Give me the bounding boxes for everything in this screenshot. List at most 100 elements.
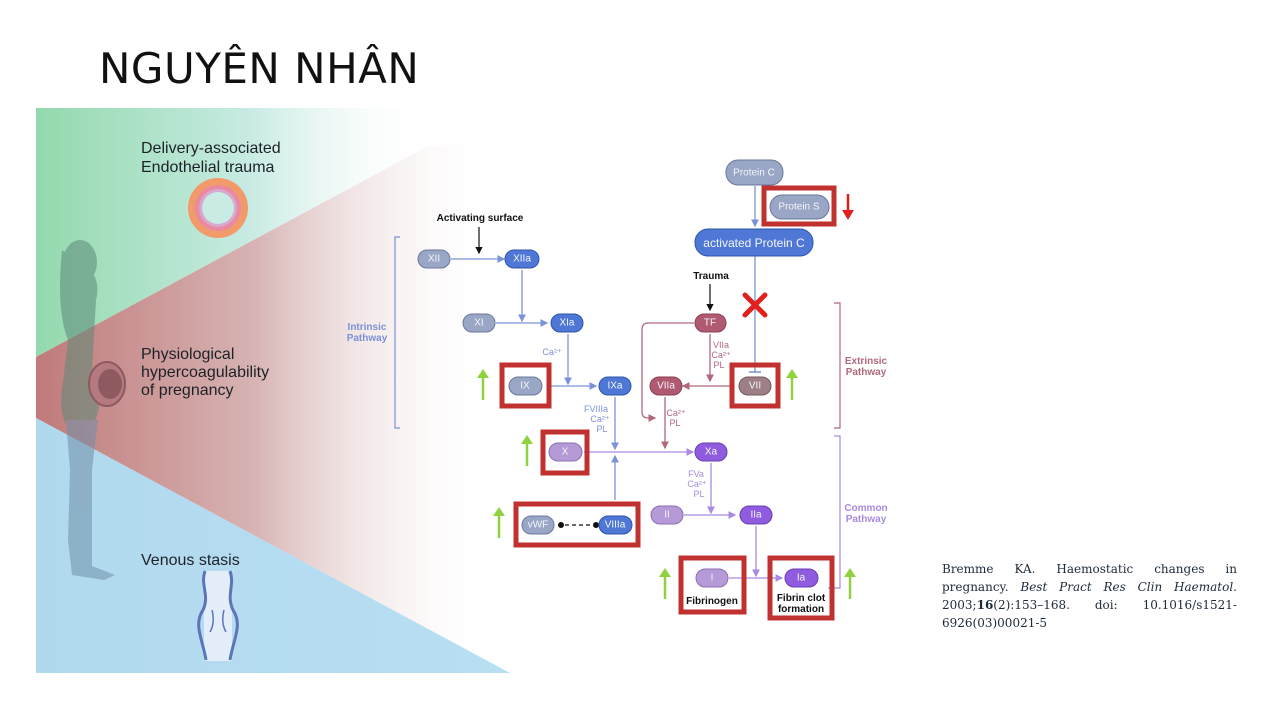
citation-year: 2003; — [942, 598, 977, 612]
fibrin-clot-label-1: Fibrin clot — [777, 593, 826, 604]
highlight-boxes — [499, 185, 837, 621]
cofactor-xa-pl: PL — [693, 489, 704, 499]
common-edges — [584, 448, 784, 582]
node-xa: Xa — [694, 442, 728, 462]
hypercoagulability-panel — [36, 145, 520, 673]
endothelial-trauma-label-1: Delivery-associated — [141, 140, 281, 157]
intrinsic-pathway-label-2: Pathway — [347, 333, 388, 344]
svg-text:II: II — [664, 510, 670, 521]
highlight-box-ix — [499, 362, 552, 409]
hypercoagulability-label-1: Physiological — [141, 346, 234, 363]
cofactor-ixa-ca: Ca²⁺ — [590, 414, 610, 424]
up-arrow-icon-fibrinogen — [659, 568, 671, 599]
fetus-icon — [88, 361, 126, 407]
svg-text:Xa: Xa — [705, 447, 718, 458]
svg-text:IXa: IXa — [607, 381, 622, 392]
cofactor-ixa-fviiia: FVIIIa — [584, 404, 608, 414]
citation-doi: doi: 10.1016/s1521-6926(03)00021-5 — [942, 598, 1237, 630]
up-arrow-icon-x — [521, 435, 533, 466]
highlight-box-fibrin-clot — [767, 555, 835, 621]
vwf-viiia-link — [558, 522, 599, 528]
citation: Bremme KA. Haemostatic changes in pregna… — [942, 560, 1237, 632]
node-ia: Ia — [784, 568, 819, 588]
node-ix: IX — [508, 376, 543, 396]
svg-text:vWF: vWF — [528, 520, 549, 531]
hypercoagulability-label-3: of pregnancy — [141, 382, 234, 399]
fibrinogen-label: Fibrinogen — [686, 596, 738, 607]
intrinsic-pathway-bracket — [394, 236, 400, 429]
node-ii: II — [650, 505, 684, 525]
svg-text:Protein C: Protein C — [733, 168, 775, 179]
blocked-x-icon — [742, 292, 768, 318]
svg-text:XIa: XIa — [559, 318, 574, 329]
varicose-vein-icon — [197, 570, 239, 661]
cofactor-xa-fva: FVa — [688, 469, 704, 479]
up-arrow-icon-vii — [786, 369, 798, 400]
cofactor-tf-viia: VIIa — [713, 340, 729, 350]
highlight-box-protein-s — [761, 185, 837, 227]
svg-text:VIIa: VIIa — [657, 381, 675, 392]
cofactor-tf-ca: Ca²⁺ — [711, 350, 731, 360]
citation-authors: Bremme KA. — [942, 562, 1036, 576]
endothelial-trauma-label-2: Endothelial trauma — [141, 159, 275, 176]
node-xiia: XIIa — [504, 249, 540, 269]
highlight-box-vwf-viiia — [513, 501, 641, 548]
cofactor-viia-pl: PL — [669, 418, 680, 428]
intrinsic-pathway-label-1: Intrinsic — [348, 322, 387, 333]
svg-text:TF: TF — [704, 318, 716, 329]
increase-arrows — [477, 369, 856, 599]
node-activated-protein-c: activated Protein C — [694, 228, 814, 257]
venous-stasis-panel — [36, 418, 510, 673]
svg-text:IIa: IIa — [750, 510, 762, 521]
node-iia: IIa — [739, 505, 773, 525]
blood-vessel-cross-section-icon — [188, 178, 248, 238]
node-xi: XI — [462, 313, 496, 333]
node-x: X — [548, 442, 583, 462]
node-viiia: VIIIa — [598, 515, 633, 535]
highlight-box-vii — [729, 362, 781, 409]
cofactor-viia-ca: Ca²⁺ — [666, 408, 686, 418]
svg-text:IX: IX — [520, 381, 530, 392]
citation-issue-pages: (2):153–168. — [993, 598, 1070, 612]
up-arrow-icon-ix — [477, 369, 489, 400]
extrinsic-pathway-label-2: Pathway — [846, 367, 887, 378]
node-protein-s: Protein S — [769, 194, 830, 220]
cofactor-xia-to-ix: Ca²⁺ — [542, 347, 562, 357]
svg-text:VII: VII — [749, 381, 761, 392]
citation-title: Haemostatic changes in pregnancy. — [942, 562, 1237, 594]
svg-text:XI: XI — [474, 318, 483, 329]
svg-text:VIIIa: VIIIa — [605, 520, 626, 531]
svg-text:Protein S: Protein S — [778, 202, 819, 213]
node-xia: XIa — [550, 313, 584, 333]
svg-text:Ia: Ia — [797, 573, 806, 584]
node-protein-c: Protein C — [725, 159, 784, 186]
citation-volume: 16 — [976, 598, 994, 612]
node-vwf: vWF — [521, 515, 555, 535]
fibrin-clot-label-2: formation — [778, 604, 824, 615]
slide-title: NGUYÊN NHÂN — [99, 44, 420, 93]
node-ixa: IXa — [598, 376, 632, 396]
cofactor-xa-ca: Ca²⁺ — [687, 479, 707, 489]
trauma-label: Trauma — [693, 271, 729, 282]
highlight-box-x — [540, 429, 590, 476]
svg-text:XII: XII — [428, 254, 440, 265]
node-tf: TF — [694, 313, 727, 333]
node-xii: XII — [417, 249, 451, 269]
cofactor-ixa-pl: PL — [596, 424, 607, 434]
down-arrow-icon-protein-s — [842, 194, 854, 220]
node-viia: VIIa — [649, 376, 683, 396]
activating-surface-label: Activating surface — [437, 213, 524, 224]
cofactor-tf-pl: PL — [713, 360, 724, 370]
svg-text:I: I — [711, 573, 714, 584]
hypercoagulability-label-2: hypercoagulability — [141, 364, 269, 381]
svg-text:X: X — [562, 447, 569, 458]
citation-journal: Best Pract Res Clin Haematol. — [1020, 580, 1237, 594]
extrinsic-pathway-label-1: Extrinsic — [845, 356, 888, 367]
up-arrow-icon-vwf — [493, 507, 505, 538]
venous-stasis-label: Venous stasis — [141, 552, 240, 569]
extrinsic-pathway-bracket — [834, 302, 841, 429]
svg-text:activated Protein C: activated Protein C — [703, 236, 805, 250]
intrinsic-edges — [451, 255, 619, 500]
up-arrow-icon-fibrin-clot — [844, 568, 856, 599]
